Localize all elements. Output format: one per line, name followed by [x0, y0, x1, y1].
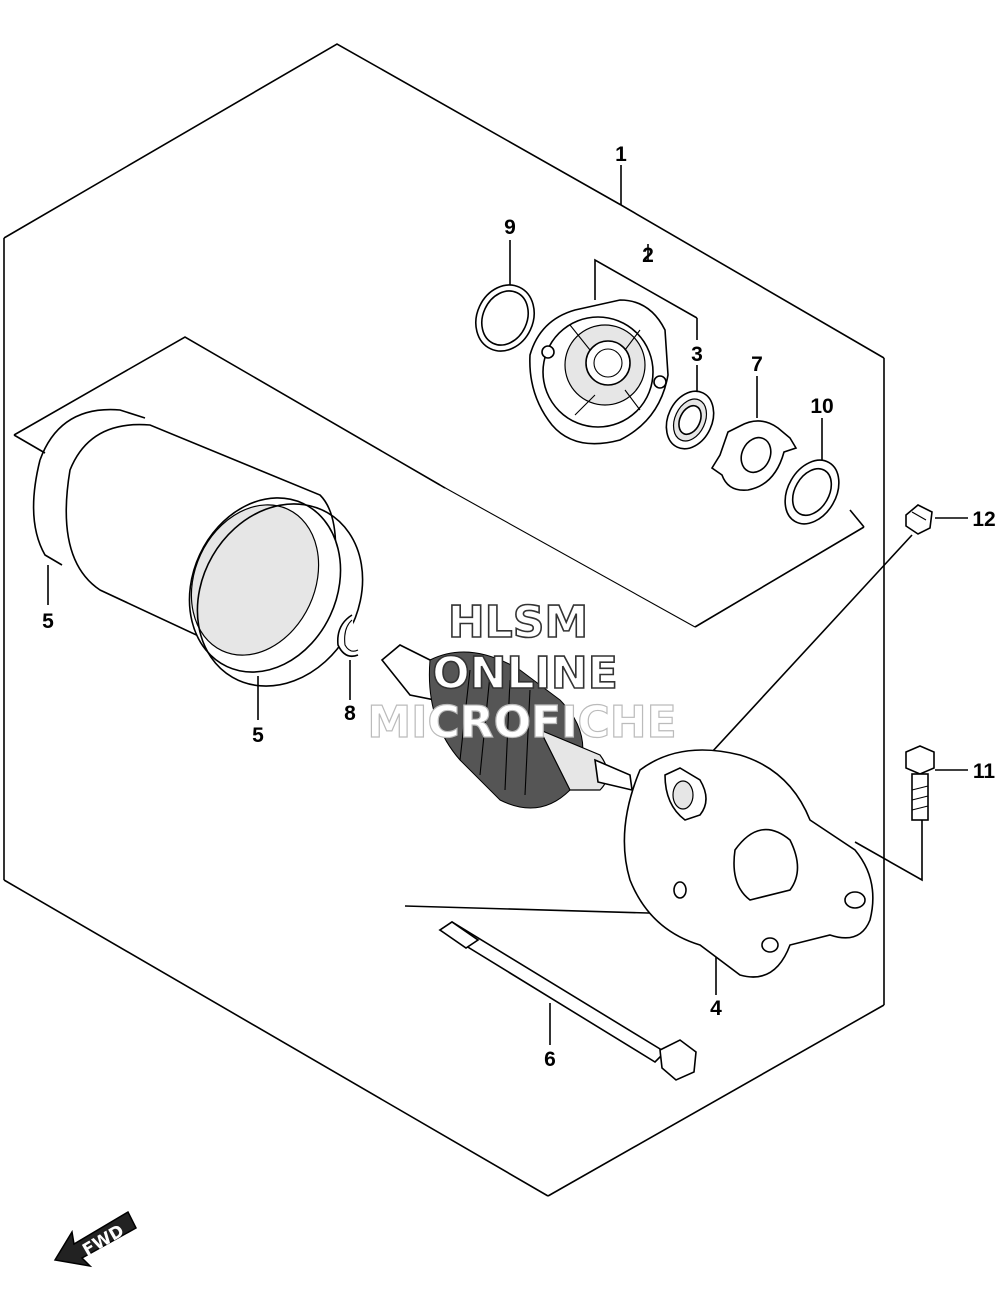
fwd-arrow-icon: FWD — [53, 1210, 137, 1268]
part-12-cap[interactable] — [905, 504, 933, 535]
motor-yoke[interactable] — [65, 423, 368, 697]
watermark-line-2: ONLINE — [432, 648, 618, 699]
callout-6[interactable]: 6 — [544, 1048, 556, 1071]
callout-labels: 1 9 2 3 7 10 12 5 5 8 11 4 6 — [42, 143, 996, 1071]
part-10-washer[interactable] — [774, 451, 850, 534]
part-11-bolt[interactable] — [905, 745, 935, 821]
part-8-circlip[interactable] — [336, 614, 359, 658]
assembly-boundary — [3, 43, 885, 1197]
callout-10[interactable]: 10 — [810, 395, 833, 418]
callout-3[interactable]: 3 — [691, 343, 703, 366]
part-7-lock-plate[interactable] — [710, 420, 798, 492]
part-5-o-ring-front[interactable] — [32, 408, 146, 566]
callout-4[interactable]: 4 — [710, 997, 722, 1020]
callout-2[interactable]: 2 — [642, 244, 654, 267]
part-6-long-bolt[interactable] — [438, 921, 697, 1081]
part-4-housing-end-rear[interactable] — [623, 749, 874, 978]
watermark-line-3: MICROFICHE — [367, 697, 676, 748]
watermark-line-1: HLSM — [448, 597, 588, 648]
part-3-oil-seal[interactable] — [657, 384, 722, 457]
callout-11[interactable]: 11 — [973, 760, 996, 783]
sub-assembly-boundary — [13, 336, 865, 628]
callout-5-front[interactable]: 5 — [42, 610, 54, 633]
part-2-housing-end[interactable] — [529, 299, 669, 445]
armature[interactable] — [380, 644, 633, 809]
callout-9[interactable]: 9 — [504, 216, 516, 239]
callout-7[interactable]: 7 — [751, 353, 763, 376]
part-9-o-ring[interactable] — [465, 275, 544, 360]
callout-1[interactable]: 1 — [615, 143, 627, 166]
callout-8[interactable]: 8 — [344, 702, 356, 725]
watermark: HLSM ONLINE MICROFICHE — [367, 596, 678, 748]
callout-12[interactable]: 12 — [972, 508, 995, 531]
callout-5-rear[interactable]: 5 — [252, 724, 264, 747]
